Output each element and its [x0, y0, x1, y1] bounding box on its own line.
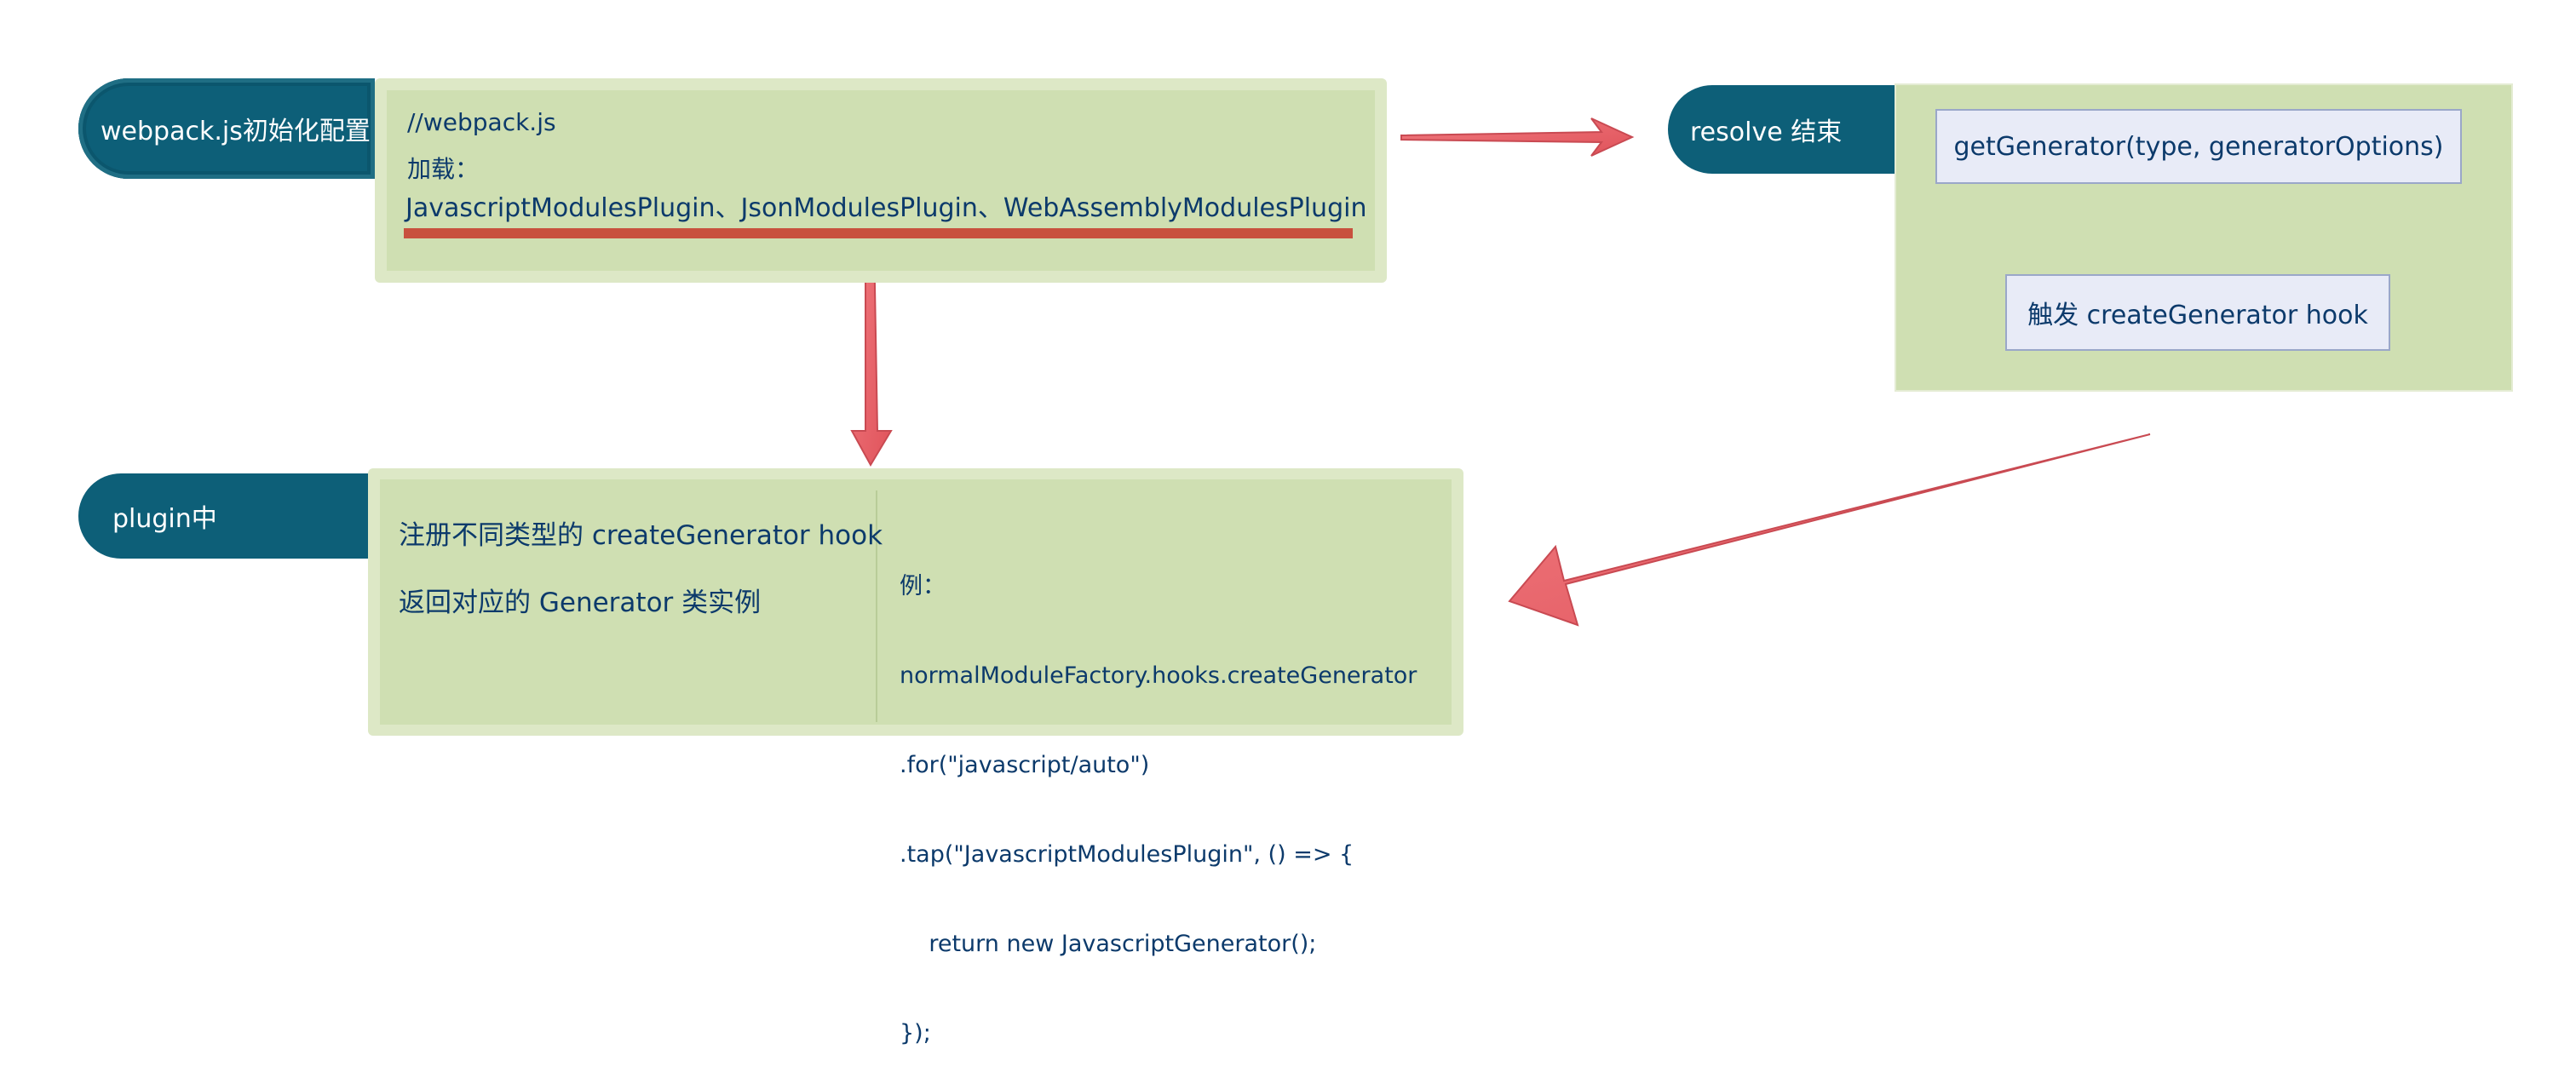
- arrow-config-to-resolve: [1400, 118, 1635, 157]
- init-config-text: webpack.js初始化配置: [101, 117, 371, 146]
- plugin-box-inner: [380, 479, 1452, 725]
- resolve-end-text: resolve 结束: [1690, 118, 1843, 147]
- in-plugin-label: plugin中: [78, 473, 373, 559]
- code-line: });: [900, 1020, 931, 1046]
- plugins-list: JavascriptModulesPlugin、JsonModulesPlugi…: [405, 193, 1367, 223]
- return-instance-text: 返回对应的 Generator 类实例: [399, 588, 762, 618]
- load-label: 加载：: [407, 155, 480, 183]
- example-code: 例： normalModuleFactory.hooks.createGener…: [900, 512, 1417, 1078]
- trigger-hook-text: 触发 createGenerator hook: [2027, 301, 2368, 330]
- get-generator-text: getGenerator(type, generatorOptions): [1953, 131, 2444, 162]
- code-line: return new JavascriptGenerator();: [900, 931, 1317, 957]
- plugin-box-divider: [876, 490, 877, 722]
- code-line: 例：: [900, 573, 946, 599]
- init-config-box-inner: [387, 90, 1375, 271]
- get-generator-node: getGenerator(type, generatorOptions): [1935, 109, 2462, 184]
- resolve-end-label: resolve 结束: [1668, 85, 1900, 174]
- webpack-comment: //webpack.js: [407, 108, 556, 136]
- code-line: .for("javascript/auto"): [900, 752, 1150, 778]
- register-hook-text: 注册不同类型的 createGenerator hook: [399, 520, 883, 551]
- highlight-bar: [404, 228, 1353, 238]
- init-config-label: webpack.js初始化配置: [78, 78, 375, 179]
- code-line: .tap("JavascriptModulesPlugin", () => {: [900, 841, 1354, 868]
- in-plugin-text: plugin中: [112, 504, 217, 534]
- arrow-resolve-to-plugin: [1508, 433, 2151, 627]
- code-line: normalModuleFactory.hooks.createGenerato…: [900, 662, 1417, 689]
- trigger-hook-node: 触发 createGenerator hook: [2005, 274, 2390, 351]
